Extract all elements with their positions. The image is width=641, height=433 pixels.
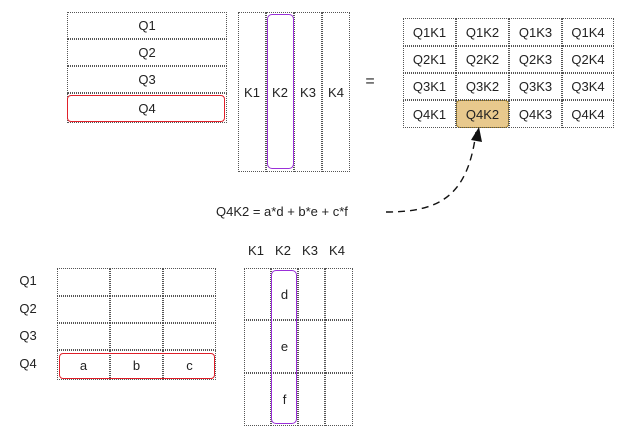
bottom-q-cell (110, 268, 163, 296)
k2-value-f: f (271, 373, 298, 426)
result-cell: Q1K3 (509, 18, 562, 46)
q-matrix-row-q3: Q3 (67, 66, 227, 93)
bottom-k-cell (298, 268, 325, 320)
bottom-k-cell (244, 320, 271, 373)
bottom-k-cell (244, 373, 271, 426)
bottom-q-cell (57, 268, 110, 296)
result-cell: Q3K2 (456, 73, 509, 100)
bottom-k-cell (325, 373, 353, 426)
bottom-k-cell (298, 373, 325, 426)
bottom-row-label-q3: Q3 (19, 327, 37, 343)
formula-text: Q4K2 = a*d + b*e + c*f (216, 203, 348, 219)
result-cell: Q2K3 (509, 46, 562, 73)
bottom-k-cell (325, 268, 353, 320)
bottom-k-cell (298, 320, 325, 373)
bottom-q-cell (163, 296, 216, 323)
bottom-q-cell (110, 323, 163, 350)
result-cell: Q2K2 (456, 46, 509, 73)
bottom-k-cell (244, 268, 271, 320)
bottom-row-label-q4: Q4 (19, 355, 37, 371)
q-matrix-row-q1: Q1 (67, 12, 227, 39)
q4-value-a: a (57, 350, 110, 380)
result-cell: Q4K4 (562, 100, 614, 128)
k-matrix-col-k1: K1 (238, 12, 266, 172)
q4-value-c: c (163, 350, 216, 380)
result-cell: Q3K3 (509, 73, 562, 100)
result-cell: Q1K1 (403, 18, 456, 46)
k2-value-d: d (271, 268, 298, 320)
result-cell: Q1K2 (456, 18, 509, 46)
result-cell: Q2K1 (403, 46, 456, 73)
bottom-q-cell (57, 296, 110, 323)
result-cell: Q2K4 (562, 46, 614, 73)
bottom-col-label-k1: K1 (248, 242, 264, 258)
result-cell: Q4K1 (403, 100, 456, 128)
bottom-q-cell (110, 296, 163, 323)
bottom-col-label-k2: K2 (275, 242, 291, 258)
bottom-row-label-q2: Q2 (19, 300, 37, 316)
bottom-col-label-k3: K3 (302, 242, 318, 258)
result-cell: Q4K3 (509, 100, 562, 128)
bottom-q-cell (163, 268, 216, 296)
result-cell: Q3K1 (403, 73, 456, 100)
k-matrix-col-k4: K4 (322, 12, 350, 172)
bottom-row-label-q1: Q1 (19, 272, 37, 288)
bottom-col-label-k4: K4 (329, 242, 345, 258)
k-matrix-col-k3: K3 (294, 12, 322, 172)
equals-sign: = (365, 73, 375, 90)
k2-value-e: e (271, 320, 298, 373)
bottom-q-cell (57, 323, 110, 350)
bottom-k-cell (325, 320, 353, 373)
q-matrix-row-q2: Q2 (67, 39, 227, 66)
result-cell: Q3K4 (562, 73, 614, 100)
result-cell-q4k2: Q4K2 (456, 100, 509, 128)
q4-value-b: b (110, 350, 163, 380)
bottom-q-cell (163, 323, 216, 350)
result-cell: Q1K4 (562, 18, 614, 46)
